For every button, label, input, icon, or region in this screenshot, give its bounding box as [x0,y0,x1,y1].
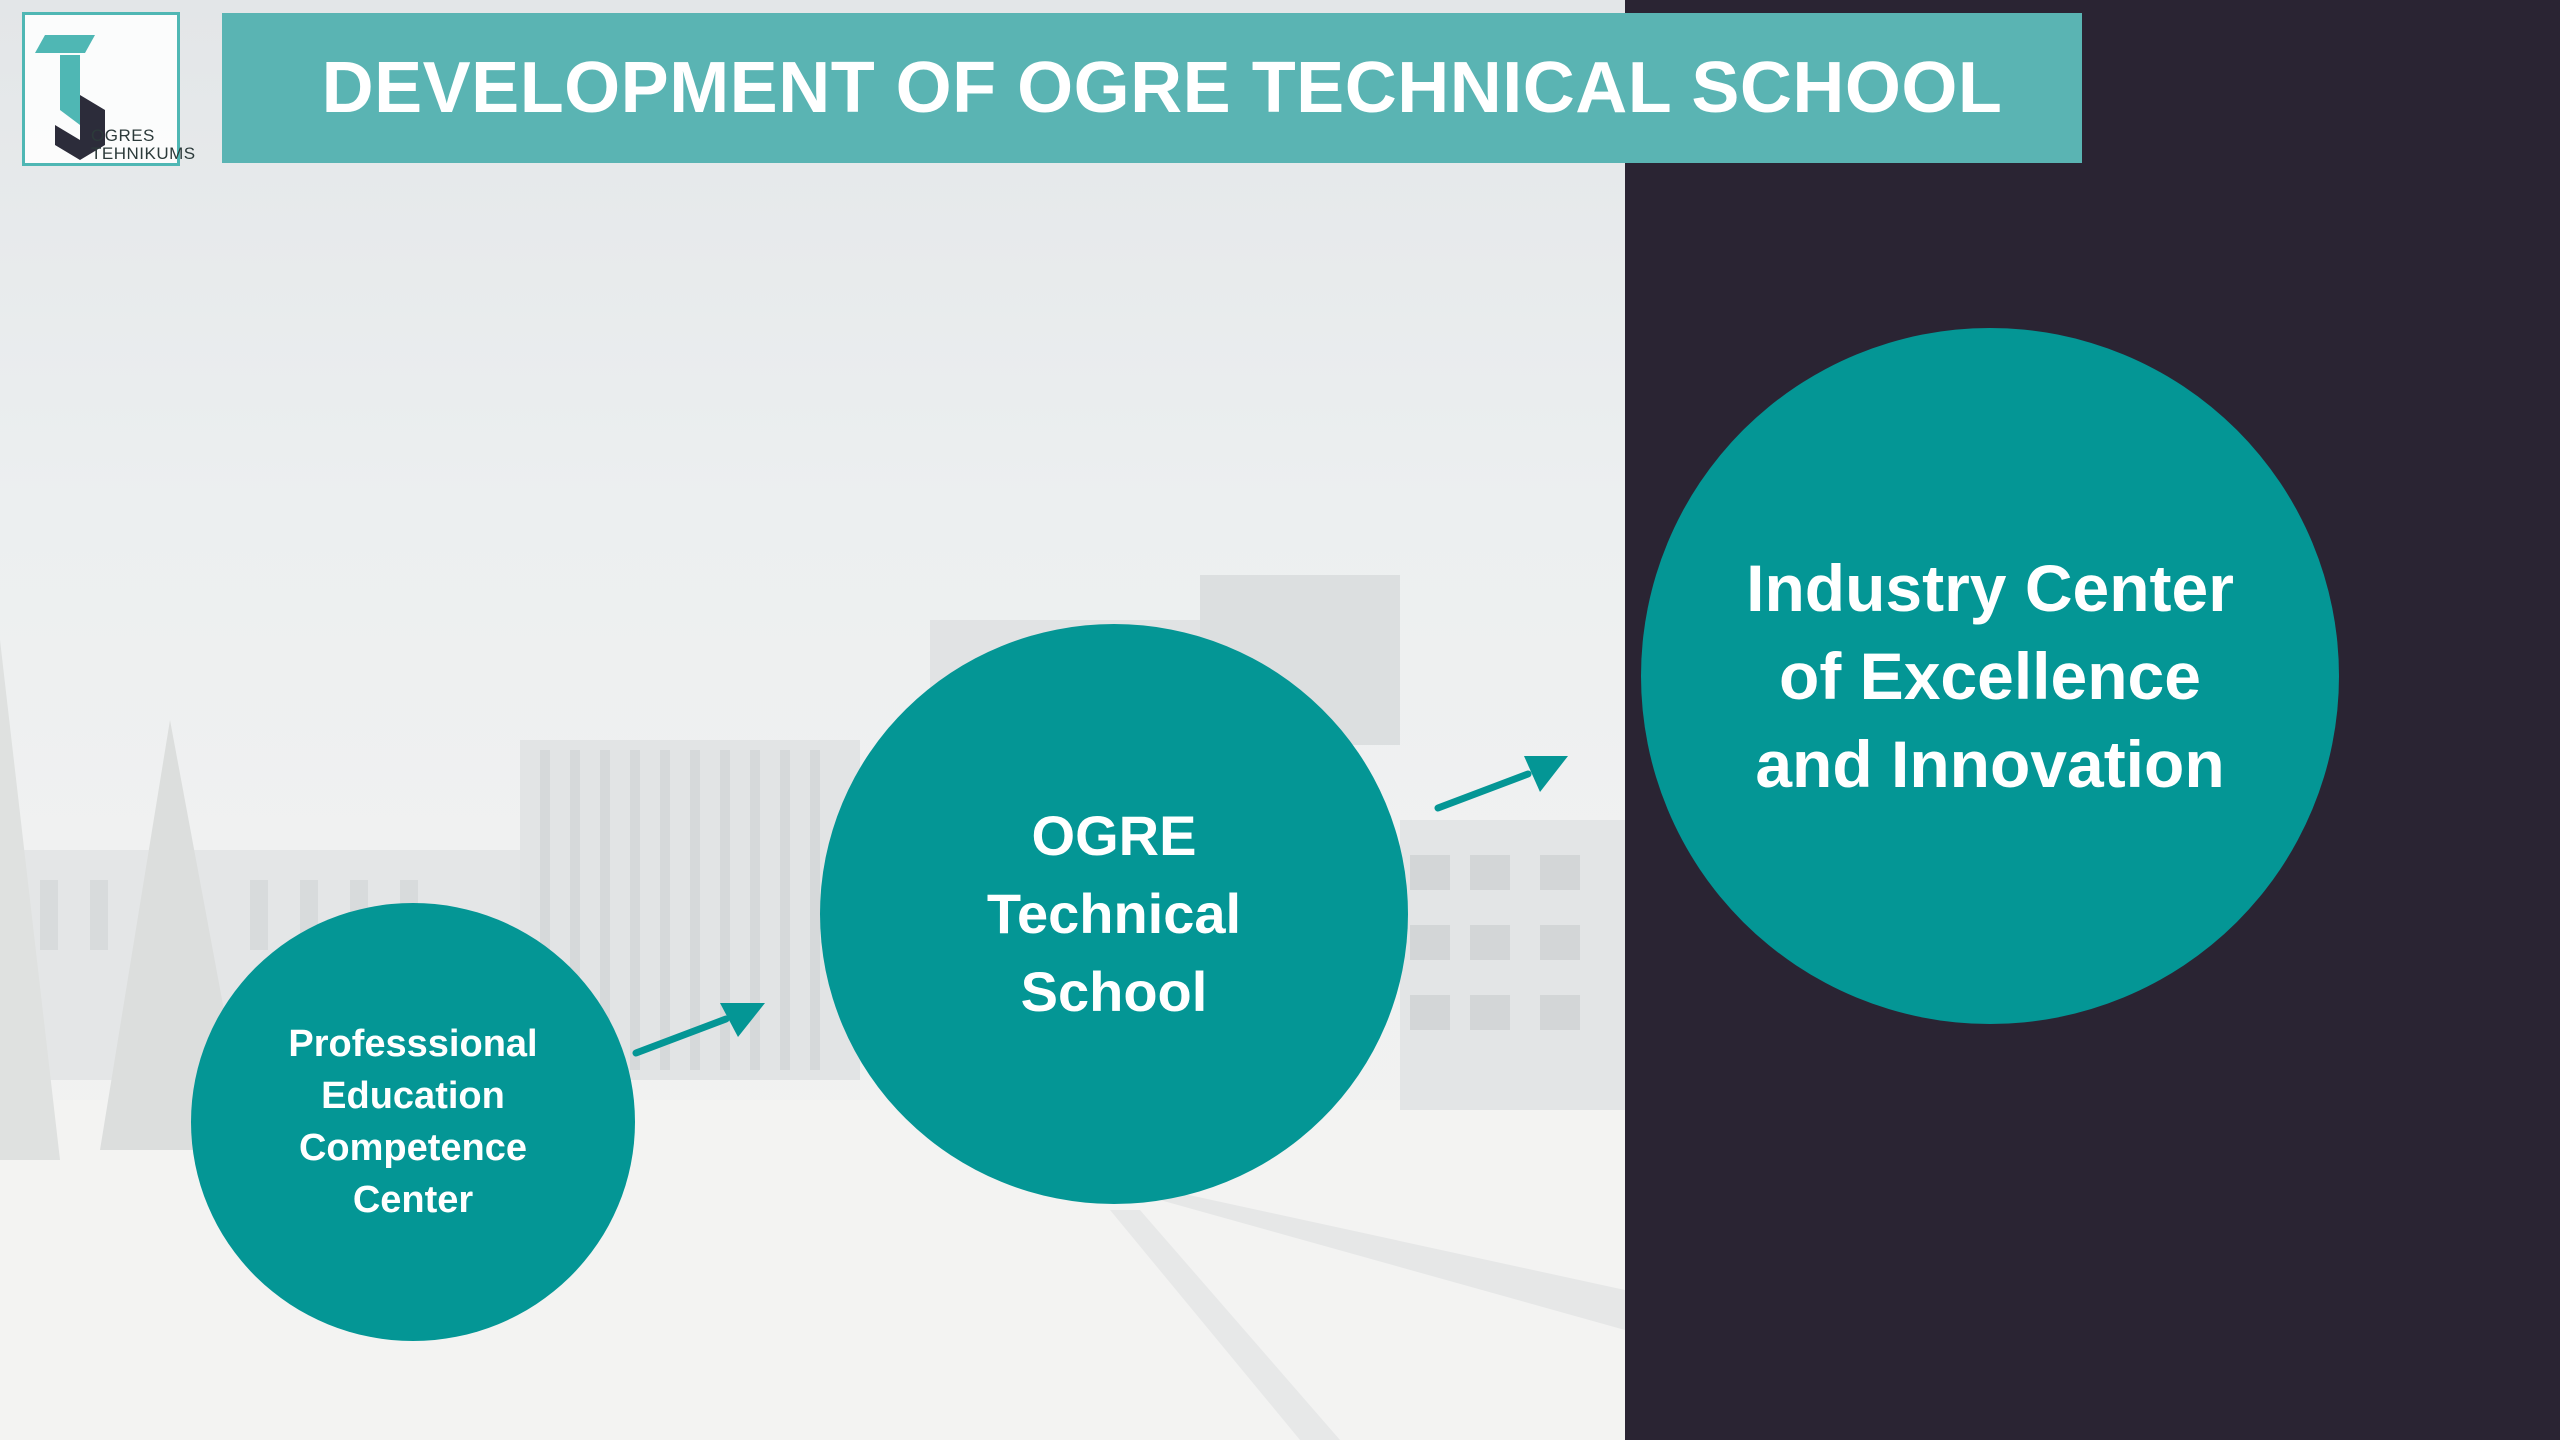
school-logo-icon [35,35,105,160]
stage-label-1: Professsional Education Competence Cente… [288,1023,538,1221]
stage-label-2: OGRE Technical School [986,804,1242,1023]
page-title: DEVELOPMENT OF OGRE TECHNICAL SCHOOL [321,48,2003,128]
arrow-right-icon [632,1003,765,1057]
stage-circle-1: Professsional Education Competence Cente… [191,903,635,1341]
arrow-right-icon [1434,756,1568,812]
school-logo[interactable]: OGRES TEHNIKUMS [22,12,195,166]
title-bar: DEVELOPMENT OF OGRE TECHNICAL SCHOOL [222,13,2082,163]
stage-label-3: Industry Center of Excellence and Innova… [1746,551,2234,801]
stage-circle-3: Industry Center of Excellence and Innova… [1641,328,2339,1024]
logo-line-2: TEHNIKUMS [91,144,196,163]
logo-line-1: OGRES [91,126,155,145]
stage-circle-2: OGRE Technical School [820,624,1408,1204]
